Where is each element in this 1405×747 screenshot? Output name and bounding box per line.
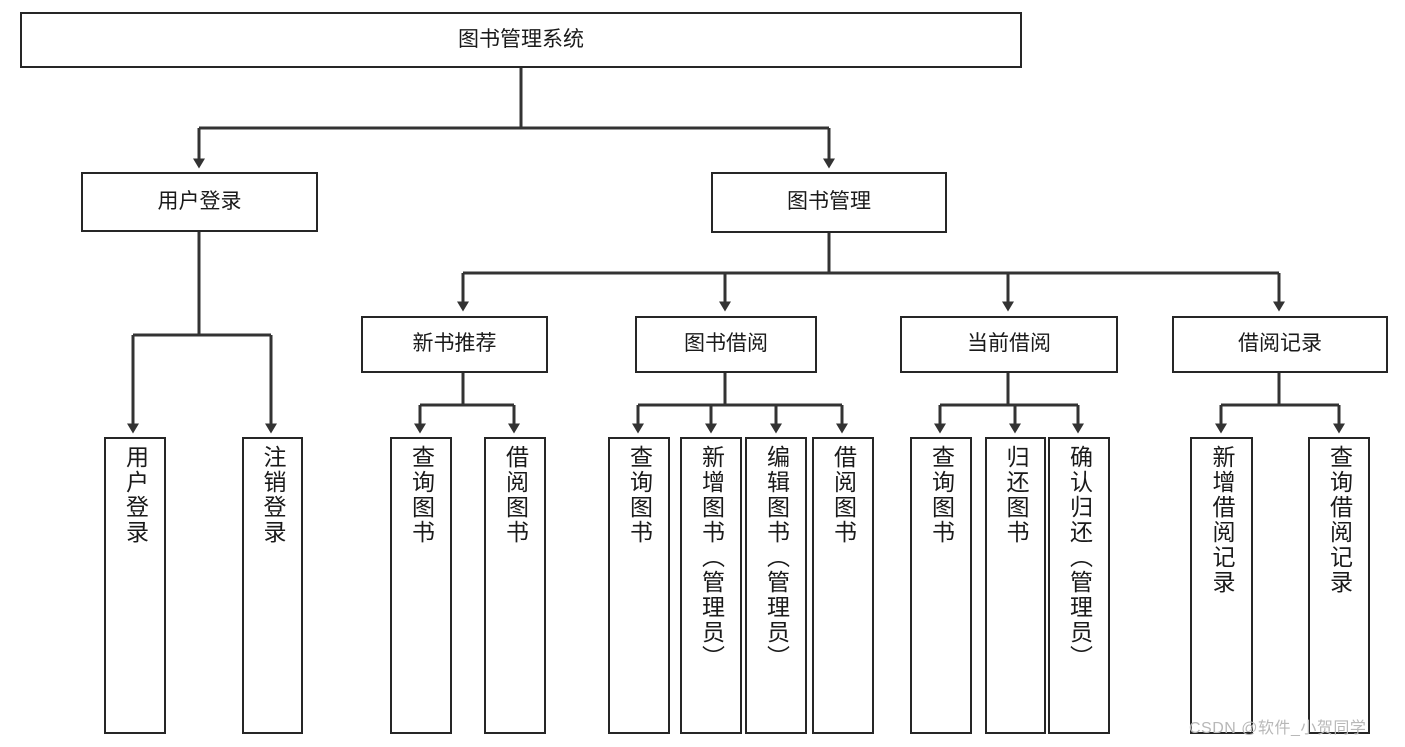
node-book-management[interactable]: 图书管理 [711,172,947,233]
node-root[interactable]: 图书管理系统 [20,12,1022,68]
node-leaf-user-login-label: 用户登录 [122,445,149,545]
node-leaf-edit-book[interactable]: 编辑图书（管理员） [745,437,807,734]
node-leaf-query-record-label: 查询借阅记录 [1326,445,1353,595]
node-leaf-borrow-book-1[interactable]: 借阅图书 [484,437,546,734]
node-book-borrow-label: 图书借阅 [684,332,768,356]
node-leaf-add-book[interactable]: 新增图书（管理员） [680,437,742,734]
node-leaf-query-book-3[interactable]: 查询图书 [910,437,972,734]
node-leaf-edit-book-label: 编辑图书（管理员） [763,445,790,670]
node-leaf-return-book-label: 归还图书 [1003,445,1029,545]
node-leaf-confirm-return-label: 确认归还（管理员） [1066,445,1093,670]
node-leaf-logout-login-label: 注销登录 [260,445,286,545]
node-leaf-borrow-book-2[interactable]: 借阅图书 [812,437,874,734]
node-leaf-query-book-3-label: 查询图书 [928,445,955,545]
node-leaf-logout-login[interactable]: 注销登录 [242,437,303,734]
node-borrow-record[interactable]: 借阅记录 [1172,316,1388,373]
csdn-watermark: CSDN @软件_小贺同学 [1189,720,1367,737]
node-leaf-user-login[interactable]: 用户登录 [104,437,166,734]
node-new-book-recommend[interactable]: 新书推荐 [361,316,548,373]
node-leaf-return-book[interactable]: 归还图书 [985,437,1046,734]
node-current-borrow-label: 当前借阅 [967,332,1051,356]
node-book-management-label: 图书管理 [787,190,871,214]
node-leaf-query-record[interactable]: 查询借阅记录 [1308,437,1370,734]
node-user-login[interactable]: 用户登录 [81,172,318,232]
node-leaf-confirm-return[interactable]: 确认归还（管理员） [1048,437,1110,734]
node-user-login-label: 用户登录 [157,189,242,213]
node-current-borrow[interactable]: 当前借阅 [900,316,1118,373]
node-borrow-record-label: 借阅记录 [1238,332,1322,356]
node-leaf-query-book-1-label: 查询图书 [408,445,435,545]
node-leaf-borrow-book-2-label: 借阅图书 [830,445,857,545]
node-leaf-query-book-2[interactable]: 查询图书 [608,437,670,734]
node-new-book-recommend-label: 新书推荐 [412,332,497,356]
node-leaf-borrow-book-1-label: 借阅图书 [502,445,529,545]
node-leaf-query-book-2-label: 查询图书 [626,445,653,545]
node-leaf-query-book-1[interactable]: 查询图书 [390,437,452,734]
node-leaf-add-book-label: 新增图书（管理员） [698,445,725,670]
node-book-borrow[interactable]: 图书借阅 [635,316,817,373]
node-leaf-add-record-label: 新增借阅记录 [1209,445,1235,595]
node-leaf-add-record[interactable]: 新增借阅记录 [1190,437,1253,734]
node-root-label: 图书管理系统 [458,27,584,51]
